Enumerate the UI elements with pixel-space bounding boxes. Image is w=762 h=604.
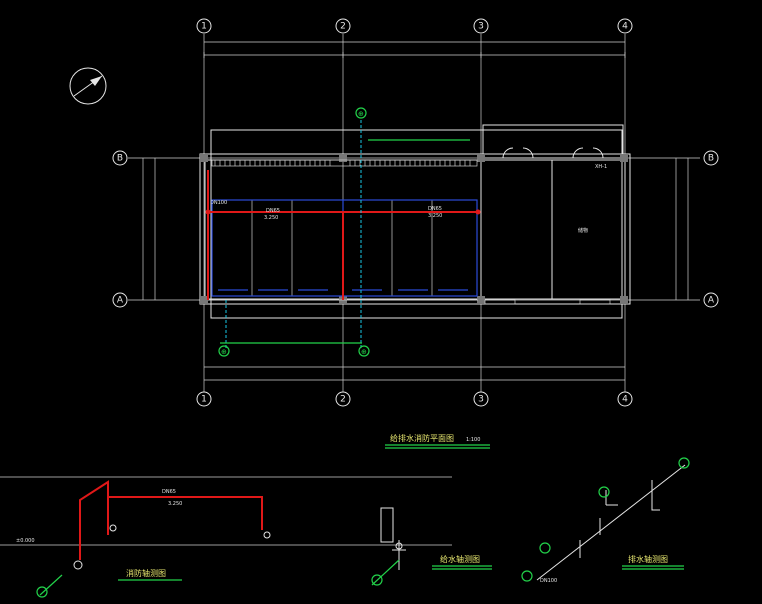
axis-3-bottom: 3: [478, 395, 484, 405]
drain-axo-title: 排水轴测图: [628, 554, 668, 564]
axis-2-bottom: 2: [340, 395, 346, 405]
axis-bubbles-side: B A B A: [112, 150, 719, 308]
axis-bubbles-top: 1 2 3 4: [196, 18, 633, 34]
axis-b-right: B: [708, 154, 714, 164]
axo-level: 3.250: [168, 501, 182, 507]
axis-1-top: 1: [201, 22, 207, 32]
axis-1-bottom: 1: [201, 395, 207, 405]
label-level-left: 3.250: [264, 215, 278, 221]
axis-b-left: B: [117, 154, 123, 164]
drain-axonometric: DN100 排水轴测图: [521, 457, 690, 584]
svg-text:⊕: ⊕: [358, 110, 364, 118]
water-axo-title: 给水轴测图: [440, 554, 480, 564]
axis-2-top: 2: [340, 22, 346, 32]
svg-text:⊕: ⊕: [221, 348, 227, 356]
pipe-tags: ⊕ ⊕ ⊕: [218, 107, 470, 357]
building-walls: [199, 124, 631, 319]
axis-4-top: 4: [622, 22, 628, 32]
water-axonometric: 给水轴测图: [371, 507, 492, 586]
fire-axo-title: 消防轴测图: [126, 568, 166, 578]
label-dn100-vertical: DN100: [210, 200, 227, 206]
axis-a-left: A: [117, 296, 124, 306]
svg-text:⊕: ⊕: [361, 348, 367, 356]
label-xh: XH-1: [595, 164, 607, 170]
plan-title-block: 给排水消防平面图 1:100: [385, 433, 490, 449]
axo-dn65: DN65: [162, 489, 176, 495]
fire-axonometric: DN65 3.250 ±0.000 消防轴测图: [0, 476, 452, 598]
label-dn65-right: DN65: [428, 206, 442, 212]
plan-scale: 1:100: [466, 437, 480, 443]
axo-zero: ±0.000: [16, 538, 35, 544]
axis-a-right: A: [708, 296, 715, 306]
label-level-right: 3.250: [428, 213, 442, 219]
dimension-lines: [142, 41, 689, 381]
label-room-right: 储物: [578, 227, 588, 234]
drain-dn: DN100: [540, 578, 557, 584]
plan-labels: DN65 3.250 DN65 3.250 储物 XH-1 DN100: [210, 164, 607, 234]
plan-title: 给排水消防平面图: [390, 433, 454, 443]
axis-3-top: 3: [478, 22, 484, 32]
label-dn65-left: DN65: [266, 208, 280, 214]
fire-pipes: [205, 170, 481, 300]
axis-bubbles-bottom: 1 2 3 4: [196, 391, 633, 407]
water-pipes: [225, 120, 362, 350]
north-arrow-icon: [69, 67, 107, 105]
axis-4-bottom: 4: [622, 395, 628, 405]
